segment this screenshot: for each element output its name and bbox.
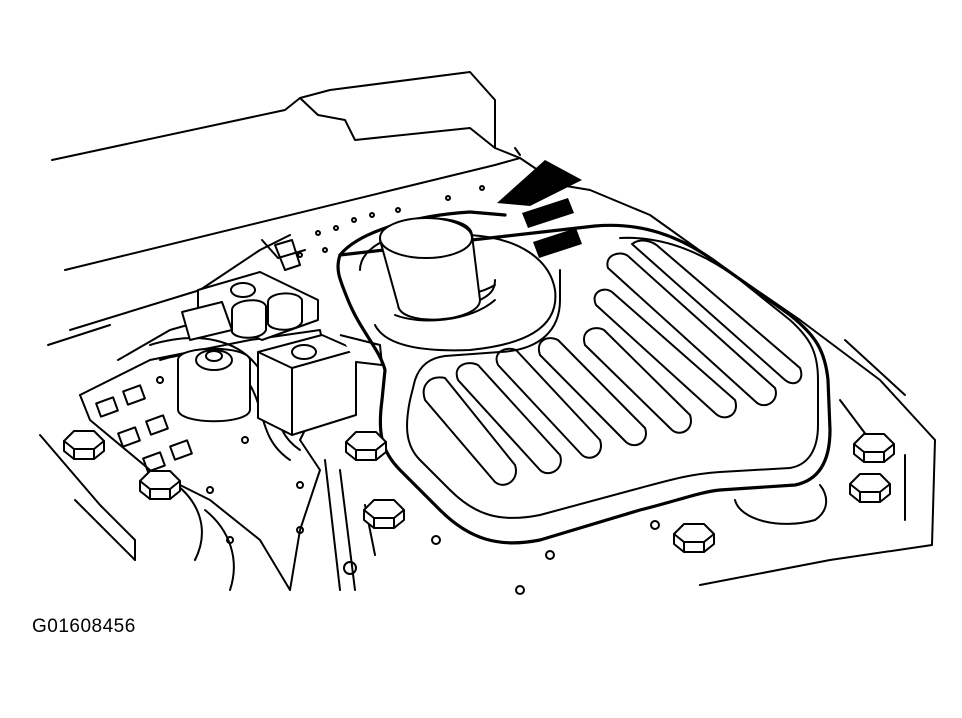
figure-code: G01608456 — [32, 616, 136, 637]
mounting-bolt — [853, 433, 895, 463]
mounting-bolt — [139, 470, 181, 500]
mounting-bolt — [849, 473, 891, 503]
case-dots — [297, 185, 485, 258]
strainer-ribs — [422, 239, 803, 486]
removal-direction-arrow — [497, 147, 582, 258]
mounting-bolt — [363, 499, 405, 529]
solenoid-valve — [177, 239, 383, 436]
mounting-bolt — [63, 430, 105, 460]
mounting-bolt — [673, 523, 715, 553]
mounting-bolts — [63, 430, 895, 553]
mounting-bolt — [345, 431, 387, 461]
strainer-neck — [379, 217, 496, 321]
